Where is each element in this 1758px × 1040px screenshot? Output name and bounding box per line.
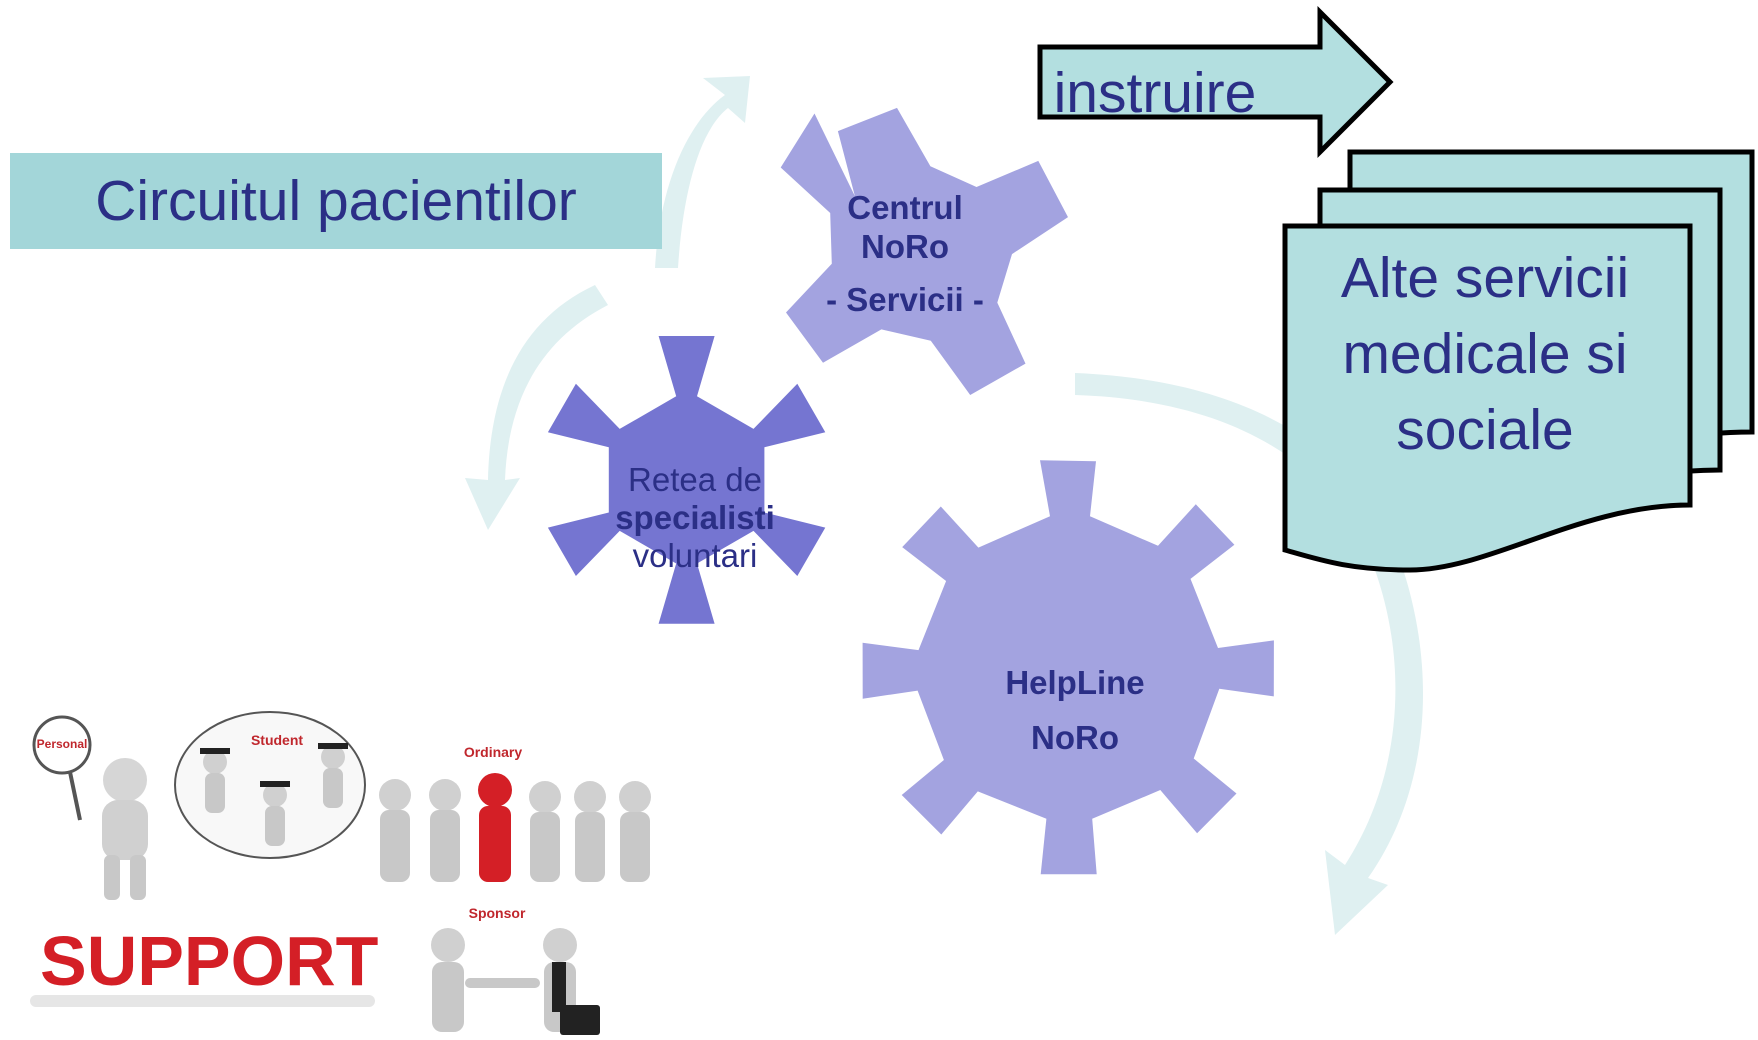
ordinary-label: Ordinary [464, 744, 523, 760]
retea-line1: Retea de [628, 461, 762, 498]
personal-figure-image: Personal [32, 715, 148, 900]
documents-stack [1282, 149, 1755, 573]
centrul-line2: NoRo [861, 227, 949, 265]
personal-sign-text: Personal [37, 737, 88, 751]
student-group-image: Student [174, 711, 366, 859]
gear-retea-label: Retea de specialisti voluntari [575, 458, 815, 578]
student-label: Student [251, 732, 303, 748]
documents-label: Alte servicii medicale si sociale [1290, 240, 1680, 468]
sponsor-label: Sponsor [469, 905, 526, 921]
helpline-line2: NoRo [1031, 719, 1119, 756]
document-front [1282, 223, 1693, 573]
support-letters-image: SUPPORT [30, 922, 378, 1007]
gear-helpline [862, 460, 1274, 875]
documents-line3: sociale [1396, 398, 1574, 462]
gear-retea [547, 336, 826, 624]
support-word: SUPPORT [40, 922, 378, 1000]
ordinary-group-image: Ordinary [379, 744, 651, 882]
gear-helpline-label: HelpLine NoRo [955, 655, 1195, 765]
illustration-collage: Personal Student Ordinary [30, 711, 651, 1035]
page-title: Circuitul pacientilor [95, 169, 577, 233]
gear-centrul [780, 107, 1068, 396]
helpline-line1: HelpLine [1005, 664, 1145, 701]
sponsor-handshake-image: Sponsor [431, 905, 600, 1035]
instruire-label: instruire [1053, 61, 1257, 125]
title-banner: Circuitul pacientilor [10, 153, 662, 249]
instruire-arrow [1037, 5, 1394, 159]
documents-line1: Alte servicii [1340, 246, 1630, 310]
centrul-line1: Centrul [847, 188, 963, 226]
documents-line2: medicale si [1342, 322, 1628, 386]
gear-centrul-label: Centrul NoRo - Servicii - [795, 183, 1015, 323]
cycle-arrow-left [465, 285, 608, 530]
cycle-arrows [465, 76, 1424, 935]
centrul-line3: - Servicii - [826, 280, 984, 318]
retea-line3: voluntari [632, 537, 758, 574]
retea-line2: specialisti [615, 499, 775, 536]
cycle-arrow-top [655, 76, 750, 268]
